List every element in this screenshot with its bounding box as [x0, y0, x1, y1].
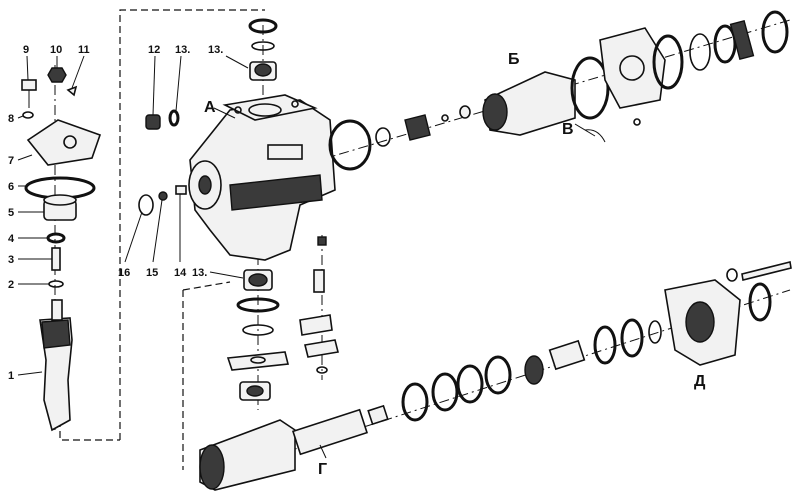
screw-11-part: [66, 85, 78, 97]
ring-4-part: [46, 232, 66, 244]
callout-13-lower: 13.: [192, 267, 207, 279]
callout-4: 4: [8, 233, 15, 245]
callout-1: 1: [8, 370, 14, 382]
nut-10-part: [47, 67, 67, 83]
upper-bearing-stack: [248, 18, 278, 81]
callout-3: 3: [8, 254, 14, 266]
label-b: Б: [508, 51, 520, 68]
callout-labels: 1 2 3 4 5 6 7 8 9 10 11 12 13. 13. 13. 1…: [8, 44, 223, 382]
callout-14: 14: [174, 267, 187, 279]
label-v: В: [562, 121, 574, 138]
steering-housing-part: [188, 94, 336, 261]
label-d: Д: [694, 373, 706, 390]
end-cover-part: [599, 27, 666, 109]
axis-lines: [54, 19, 791, 471]
callout-9: 9: [23, 44, 29, 56]
callout-10: 10: [50, 44, 62, 56]
small-parts-14-16: [138, 185, 187, 216]
lower-bearing-stack: [226, 269, 289, 401]
label-a: А: [204, 99, 216, 116]
callout-13-upper: 13.: [208, 44, 223, 56]
lower-row-parts: [199, 261, 792, 491]
callout-11: 11: [78, 44, 90, 56]
callout-2: 2: [8, 279, 14, 291]
spring-3-part: [51, 247, 61, 271]
callout-15: 15: [146, 267, 158, 279]
piston-b-part: [484, 71, 576, 136]
assembly-boundary-lines: [59, 9, 265, 470]
small-parts-12-13: [145, 109, 180, 130]
washer-2-part: [48, 280, 64, 288]
callout-12: 12: [148, 44, 160, 56]
callout-6: 6: [8, 181, 14, 193]
callout-13: 13.: [175, 44, 190, 56]
callout-5: 5: [8, 207, 14, 219]
assembly-letter-labels: А Б В Г Д: [204, 51, 706, 478]
input-shaft-stack: [21, 67, 102, 432]
adjuster-screw-parts: [299, 236, 339, 374]
bolt-9-part: [21, 79, 37, 91]
upper-row-parts: [328, 10, 789, 171]
callout-7: 7: [8, 155, 14, 167]
callout-8: 8: [8, 113, 14, 125]
callout-16: 16: [118, 267, 130, 279]
label-g: Г: [318, 461, 327, 478]
leader-lines: [17, 55, 596, 459]
washer-8-part: [22, 111, 34, 119]
